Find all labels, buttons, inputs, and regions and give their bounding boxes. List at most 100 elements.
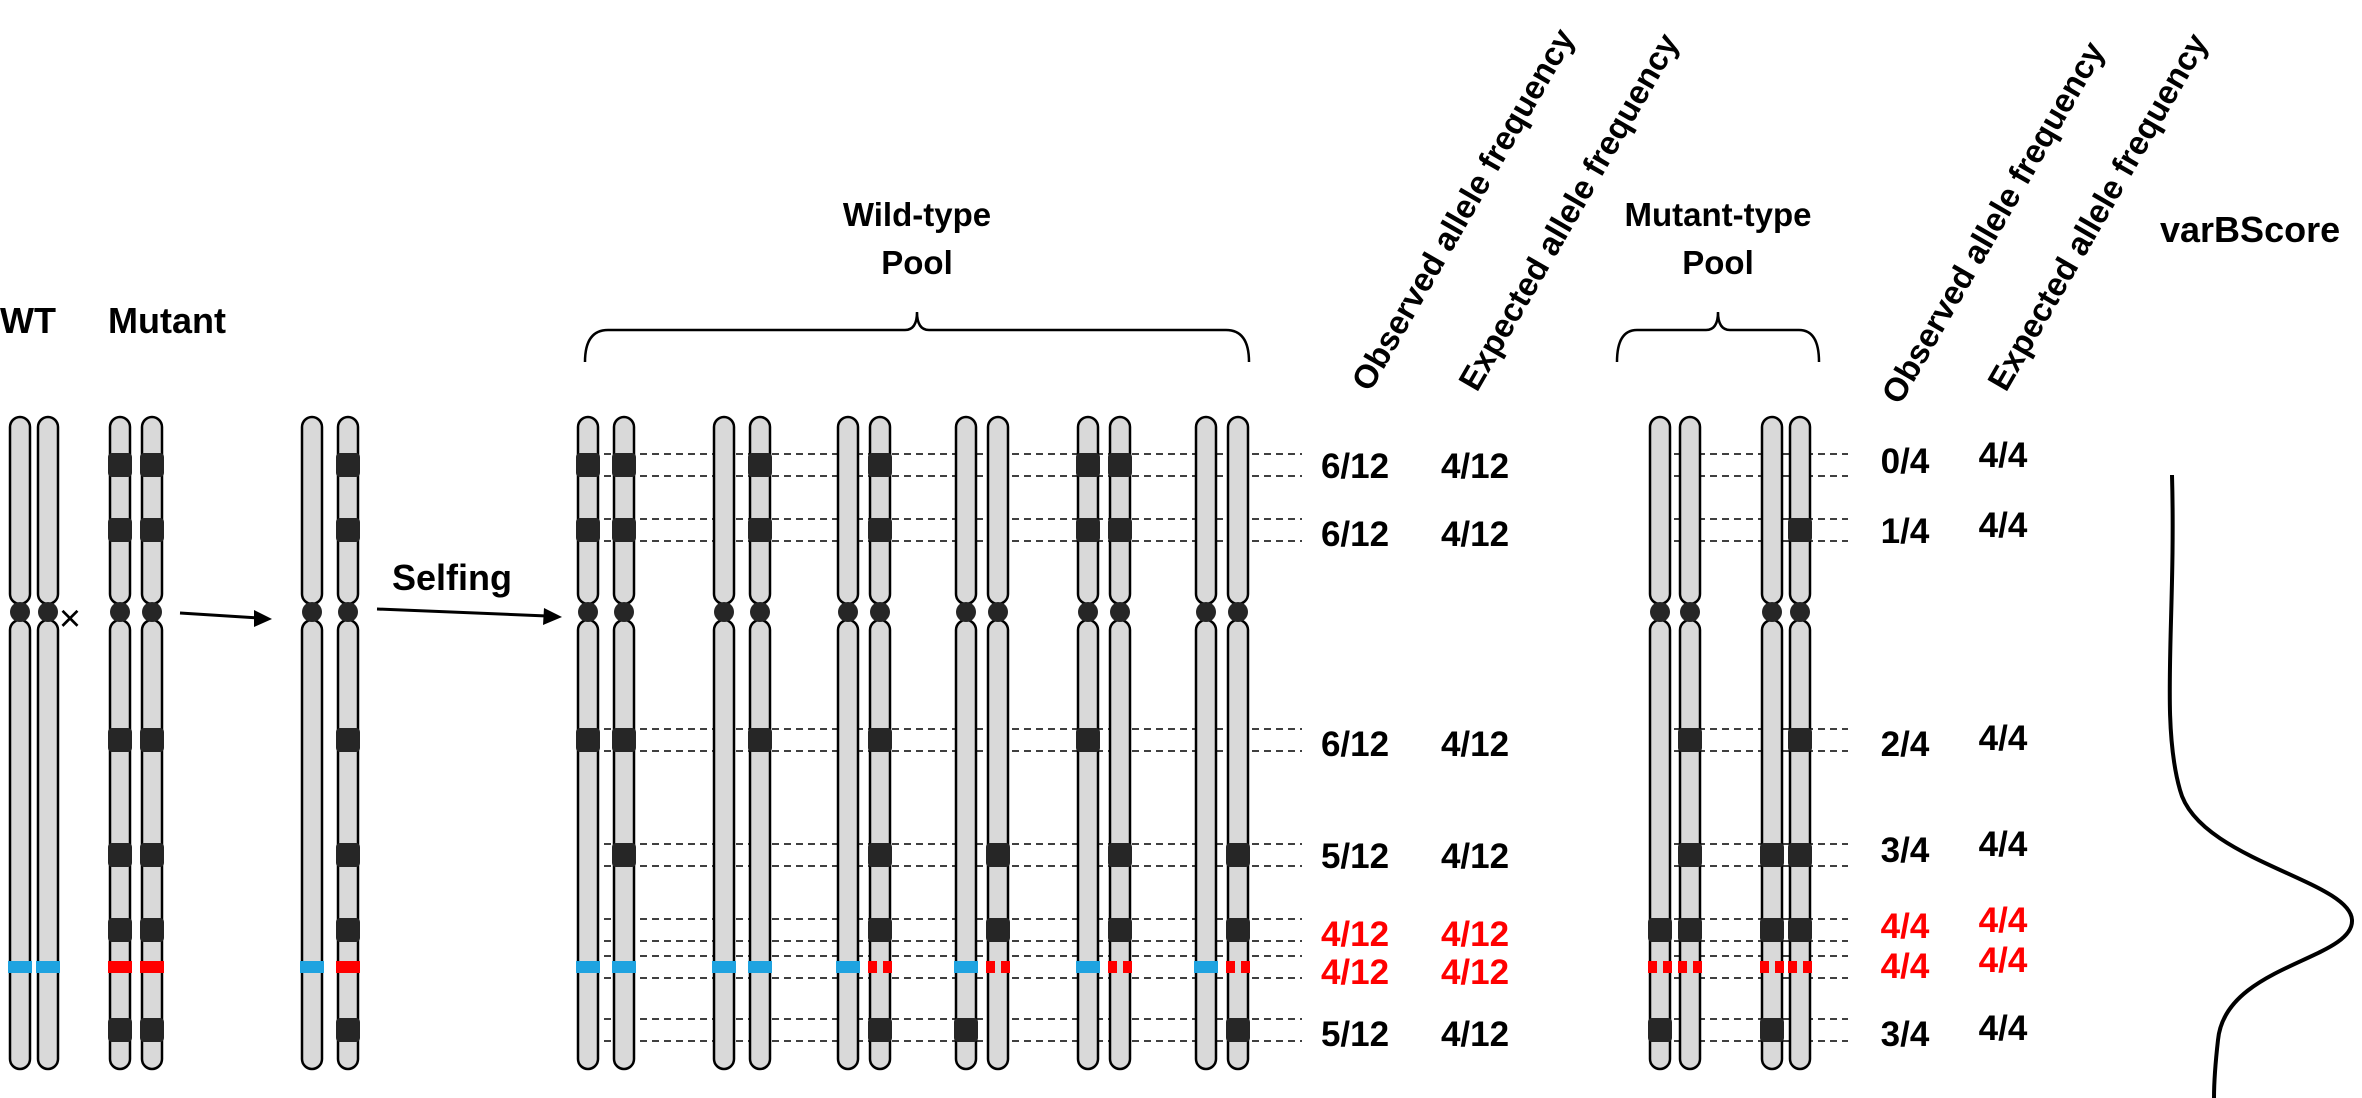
chromosome <box>836 415 860 1071</box>
chromosome-lower-arm <box>1648 618 1672 1071</box>
marker-block <box>140 728 164 752</box>
mut-expected-value: 4/4 <box>1979 719 2028 758</box>
marker-block <box>748 453 772 477</box>
marker-block <box>748 518 772 542</box>
causal-snp-gap <box>1235 961 1241 973</box>
marker-block <box>868 728 892 752</box>
mut-expected-value: 4/4 <box>1979 506 2028 545</box>
marker-block <box>868 453 892 477</box>
centromere <box>750 602 770 622</box>
mut-observed-value: 2/4 <box>1881 725 1930 764</box>
chromosome-upper-arm <box>140 415 164 606</box>
wt-observed-value: 5/12 <box>1321 837 1389 876</box>
centromere <box>714 602 734 622</box>
wt-observed-header: Observed allele frequency <box>1344 22 1582 397</box>
chromosome-upper-arm <box>8 415 32 606</box>
chromosome <box>36 415 60 1071</box>
chromosome-lower-arm <box>8 618 32 1071</box>
marker-block <box>336 1018 360 1042</box>
wt-observed-value: 5/12 <box>1321 1015 1389 1054</box>
wt-observed-value: 4/12 <box>1321 953 1389 992</box>
centromere <box>338 602 358 622</box>
marker-block <box>1648 1018 1672 1042</box>
chromosome <box>986 415 1010 1071</box>
marker-block <box>1648 918 1672 942</box>
chromosome-upper-arm <box>712 415 736 606</box>
causal-snp-gap <box>877 961 883 973</box>
allele-frequency-columns: 6/126/126/125/124/124/125/124/124/124/12… <box>1321 436 2028 1054</box>
marker-block <box>140 1018 164 1042</box>
mut-observed-value: 4/4 <box>1881 907 1930 946</box>
chromosome-upper-arm <box>1788 415 1812 606</box>
chromosome-lower-arm <box>712 618 736 1071</box>
chromosome-upper-arm <box>1760 415 1784 606</box>
mut-expected-value: 4/4 <box>1979 1009 2028 1048</box>
marker-block <box>1788 728 1812 752</box>
chromosome-lower-arm <box>36 618 60 1071</box>
chromosome-lower-arm <box>748 618 772 1071</box>
wt-expected-value: 4/12 <box>1441 725 1509 764</box>
marker-block <box>140 453 164 477</box>
wt-expected-value: 4/12 <box>1441 837 1509 876</box>
causal-snp-gap <box>995 961 1001 973</box>
centromere <box>110 602 130 622</box>
pool-title-line: Wild-type <box>843 196 991 233</box>
wt-expected-value: 4/12 <box>1441 447 1509 486</box>
wild-type-causal-allele <box>1194 961 1218 973</box>
chromosome <box>612 415 636 1071</box>
wild-type-causal-allele <box>712 961 736 973</box>
marker-block <box>1678 843 1702 867</box>
marker-block <box>1760 1018 1784 1042</box>
chromosome-upper-arm <box>612 415 636 606</box>
causal-snp-gap <box>1657 961 1663 973</box>
chromosome <box>1226 415 1250 1071</box>
wild-type-causal-allele <box>36 961 60 973</box>
mut-observed-value: 1/4 <box>1881 512 1930 551</box>
marker-block <box>1788 918 1812 942</box>
wt-expected-value: 4/12 <box>1441 1015 1509 1054</box>
chromosome-upper-arm <box>1648 415 1672 606</box>
chromosome <box>1076 415 1100 1071</box>
marker-block <box>576 518 600 542</box>
marker-block <box>1788 518 1812 542</box>
chromosome <box>1108 415 1132 1071</box>
centromere <box>142 602 162 622</box>
chromosome-lower-arm <box>954 618 978 1071</box>
centromere <box>1762 602 1782 622</box>
marker-block <box>108 518 132 542</box>
wt-label: WT <box>0 300 56 341</box>
causal-snp-gap <box>1769 961 1775 973</box>
varbscore-curve <box>2167 474 2355 1098</box>
centromere <box>302 602 322 622</box>
marker-block <box>108 453 132 477</box>
mut-expected-value: 4/4 <box>1979 825 2028 864</box>
centromere <box>1228 602 1248 622</box>
chromosome <box>868 415 892 1071</box>
varbscore-label: varBScore <box>2160 209 2340 250</box>
mut-observed-value: 4/4 <box>1881 947 1930 986</box>
mut-expected-value: 4/4 <box>1979 901 2028 940</box>
marker-block <box>1108 918 1132 942</box>
centromere <box>1078 602 1098 622</box>
wt-observed-value: 6/12 <box>1321 447 1389 486</box>
chromosome <box>954 415 978 1071</box>
marker-block <box>1108 453 1132 477</box>
wt-observed-value: 6/12 <box>1321 725 1389 764</box>
chromosome-upper-arm <box>336 415 360 606</box>
chromosome <box>108 415 132 1071</box>
marker-block <box>1076 728 1100 752</box>
marker-block <box>748 728 772 752</box>
marker-block <box>1678 728 1702 752</box>
mutant-label: Mutant <box>108 300 226 341</box>
chromosome-upper-arm <box>868 415 892 606</box>
marker-block <box>1760 918 1784 942</box>
marker-block <box>108 918 132 942</box>
mutant-causal-snp <box>108 961 132 973</box>
chromosome-upper-arm <box>36 415 60 606</box>
wild-type-causal-allele <box>612 961 636 973</box>
marker-block <box>1076 453 1100 477</box>
chromosome-upper-arm <box>1108 415 1132 606</box>
chromosome <box>1648 415 1672 1071</box>
marker-block <box>336 728 360 752</box>
